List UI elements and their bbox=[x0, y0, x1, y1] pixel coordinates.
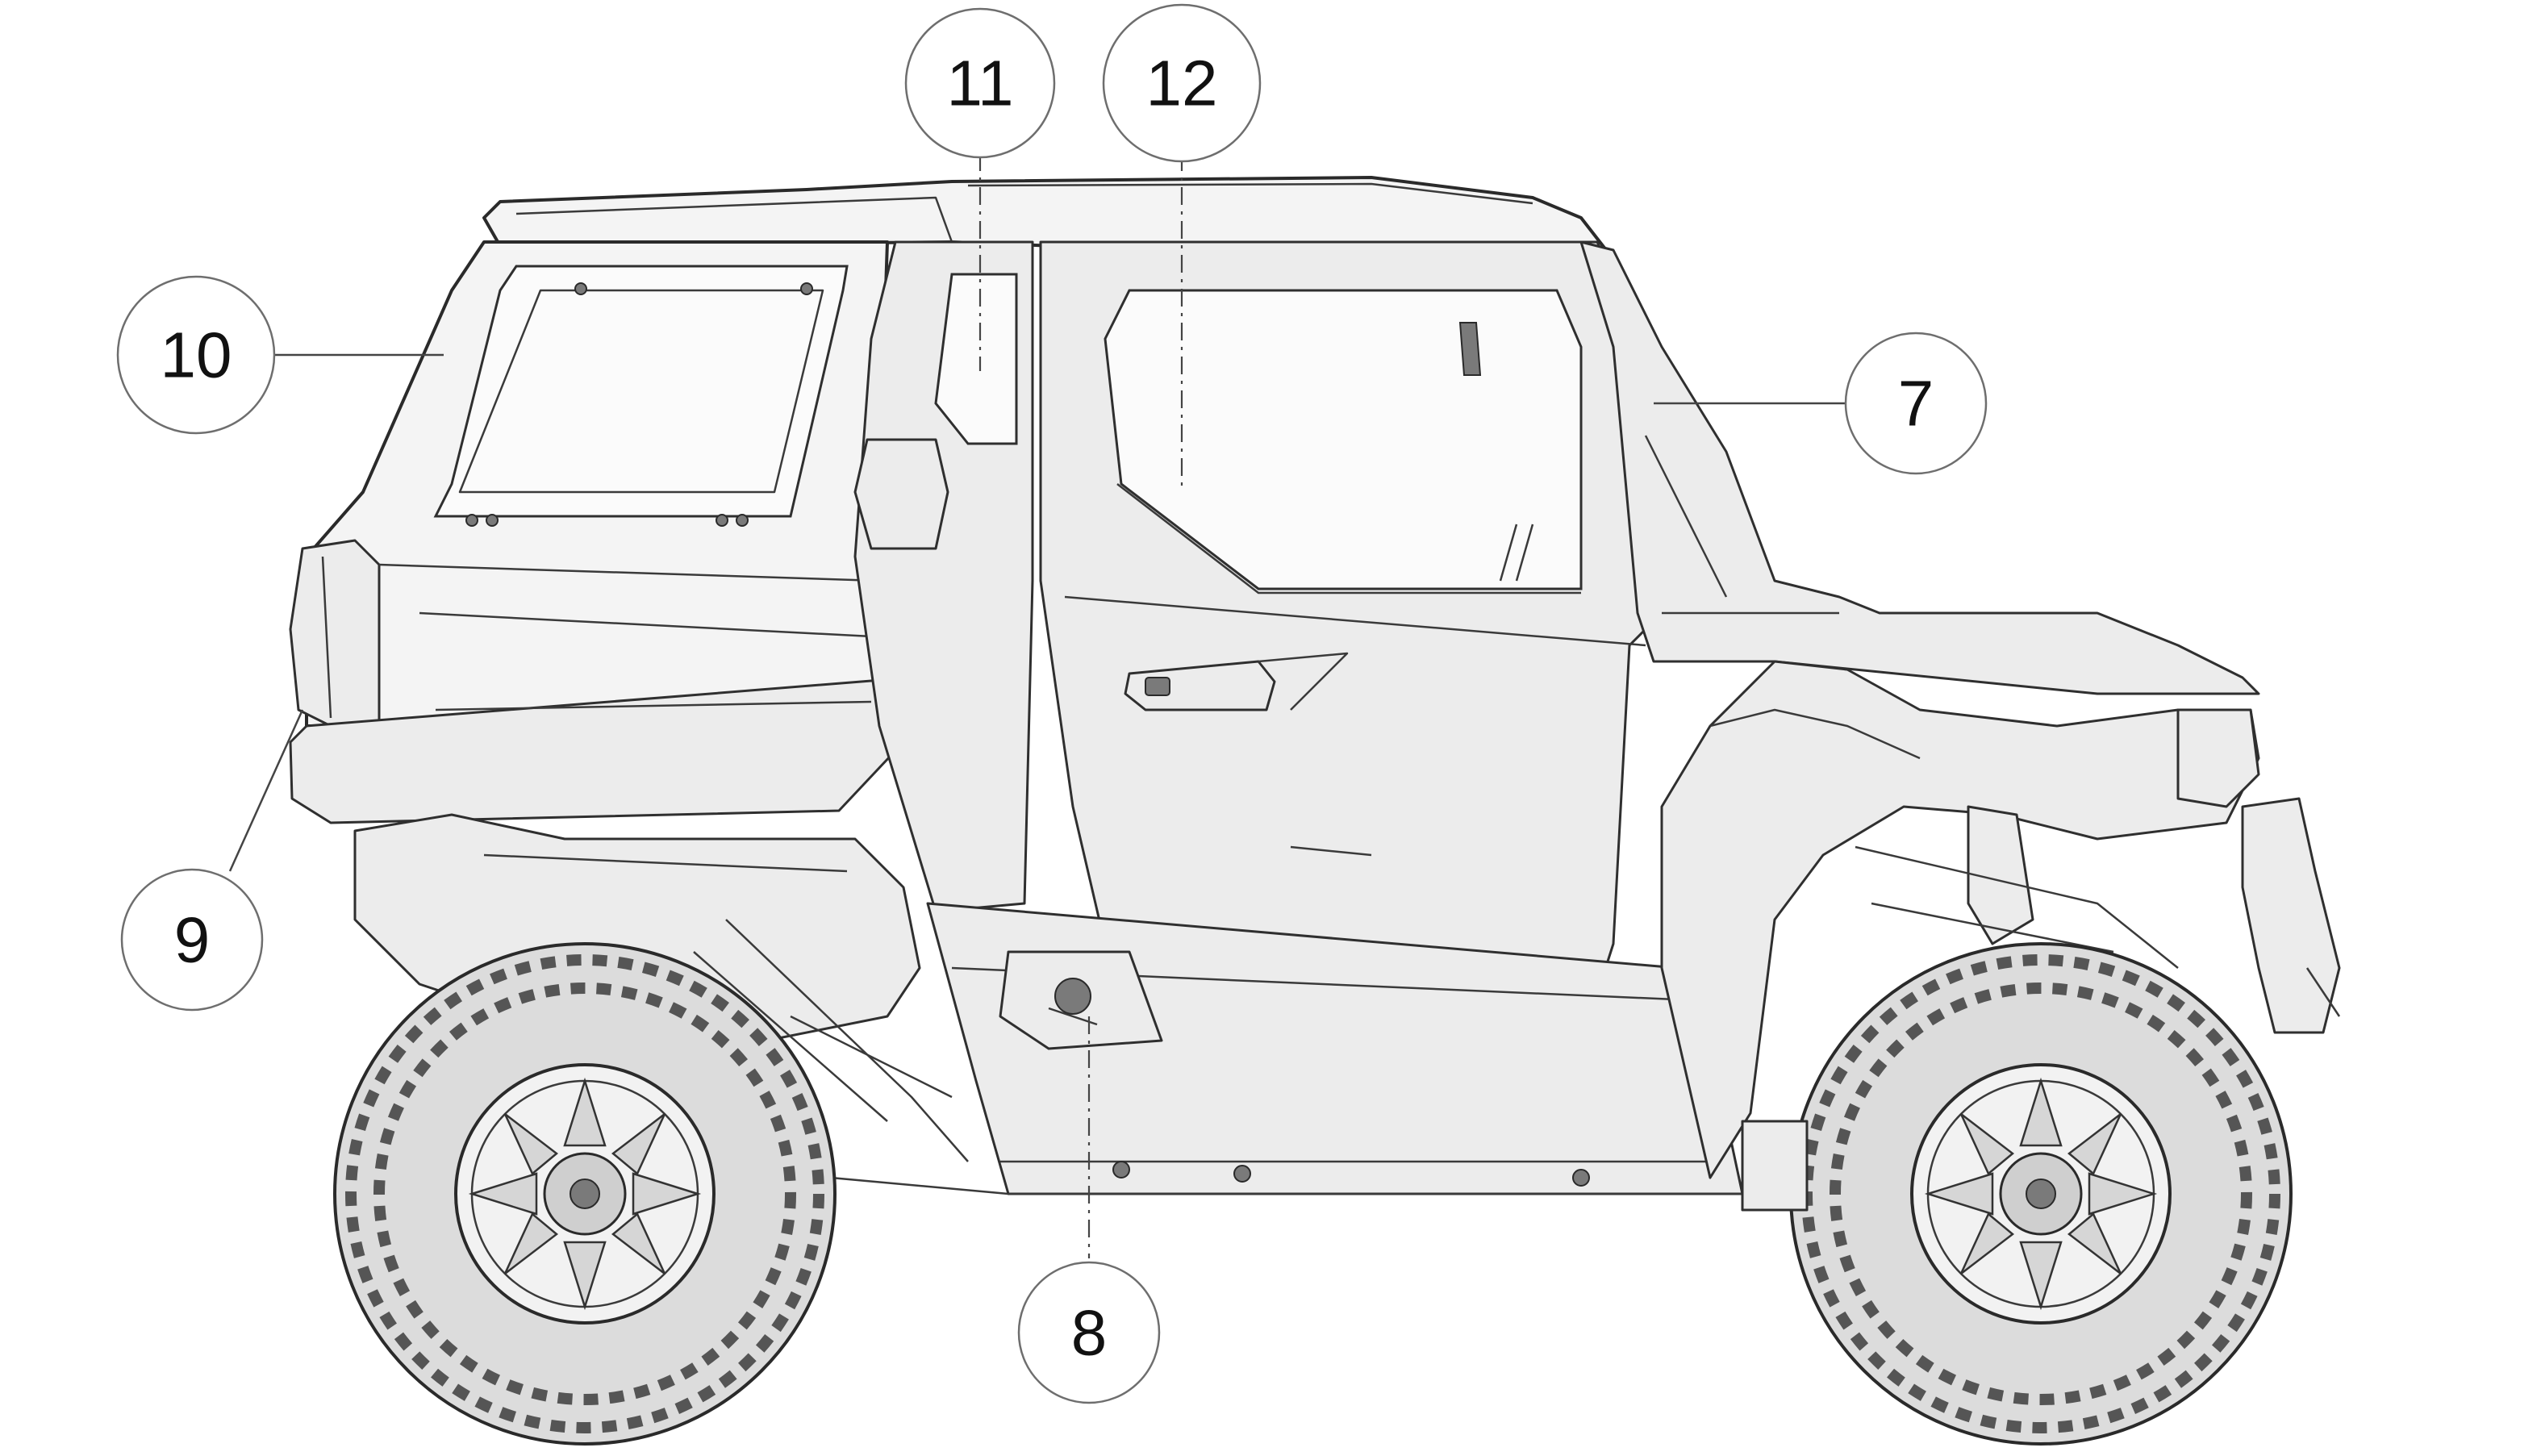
rear-wheel bbox=[333, 942, 837, 1446]
taillight bbox=[289, 539, 381, 732]
callout-8-label: 8 bbox=[1071, 1297, 1108, 1369]
callout-7: 7 bbox=[1844, 332, 1988, 475]
callout-11: 11 bbox=[904, 7, 1056, 159]
a-pillar-hood bbox=[1579, 240, 2260, 695]
callout-8: 8 bbox=[1017, 1261, 1161, 1404]
utv-side-view bbox=[289, 176, 2341, 1446]
front-bumper bbox=[2241, 797, 2341, 1034]
rear-side-window bbox=[433, 265, 849, 518]
callout-7-label: 7 bbox=[1898, 368, 1934, 440]
door-window bbox=[1104, 289, 1583, 590]
callout-9: 9 bbox=[120, 868, 264, 1012]
callout-12: 12 bbox=[1102, 3, 1262, 163]
front-wheel bbox=[1789, 942, 2293, 1446]
leader-lines bbox=[228, 153, 1847, 1258]
callout-10-label: 10 bbox=[161, 319, 232, 391]
fuel-cap bbox=[999, 950, 1163, 1050]
callout-11-label: 11 bbox=[946, 48, 1013, 119]
callout-10: 10 bbox=[116, 275, 276, 435]
callout-12-label: 12 bbox=[1146, 48, 1218, 119]
callout-9-label: 9 bbox=[174, 904, 211, 976]
leader-9 bbox=[228, 709, 304, 872]
headlight bbox=[2176, 708, 2260, 808]
